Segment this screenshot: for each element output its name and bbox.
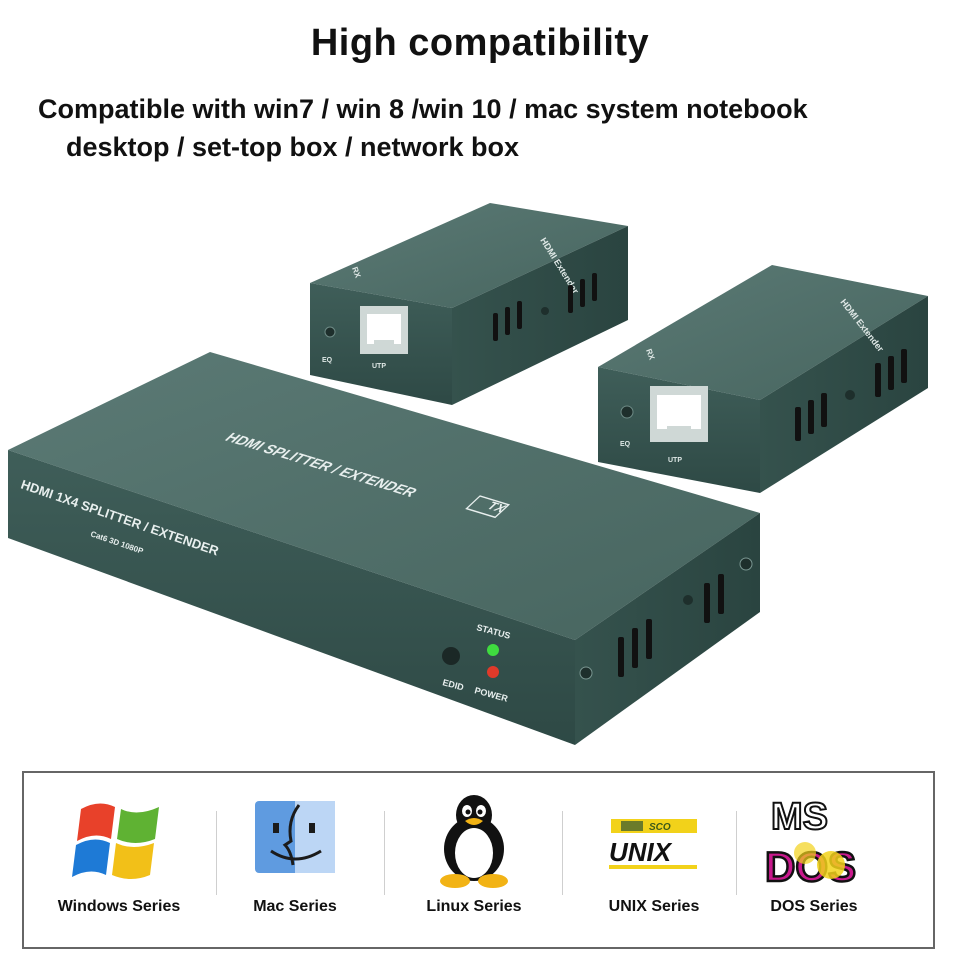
compatibility-line-1: Compatible with win7 / win 8 /win 10 / m… <box>38 94 808 124</box>
receiver-unit-2: HDMI Extender RX EQ UTP <box>598 265 928 493</box>
os-item-windows: Windows Series <box>24 773 214 947</box>
os-label-linux: Linux Series <box>426 898 522 915</box>
power-led <box>487 666 499 678</box>
sco-unix-icon: SCO UNIX <box>609 819 697 869</box>
receiver-2-utp-label: UTP <box>668 457 682 464</box>
os-item-unix: SCO UNIX UNIX Series <box>564 773 744 947</box>
unix-text: UNIX <box>609 837 673 867</box>
receiver-2-eq-label: EQ <box>620 441 631 448</box>
os-label-mac: Mac Series <box>253 898 337 915</box>
linux-tux-icon <box>440 795 508 888</box>
page-title: High compatibility <box>310 22 650 64</box>
product-illustration: HDMI Extender RX EQ UTP HDMI Extender RX… <box>8 203 928 745</box>
os-label-unix: UNIX Series <box>608 898 700 915</box>
sco-text: SCO <box>649 822 671 833</box>
ms-text: MS <box>771 796 828 838</box>
status-led <box>487 644 499 656</box>
ms-dos-icon: MS DOS <box>764 795 858 891</box>
receiver-1-eq-label: EQ <box>322 357 333 364</box>
os-item-dos: MS DOS DOS Series <box>724 773 904 947</box>
mac-finder-icon <box>255 801 335 873</box>
edid-button <box>442 647 460 665</box>
receiver-1-side-label: RX <box>350 266 362 280</box>
os-label-dos: DOS Series <box>770 898 858 915</box>
os-item-linux: Linux Series <box>384 773 564 947</box>
compatibility-line-2: desktop / set-top box / network box <box>66 132 520 162</box>
windows-logo-icon <box>72 803 159 879</box>
separator <box>736 811 737 895</box>
separator <box>384 811 385 895</box>
os-label-windows: Windows Series <box>57 898 181 915</box>
os-item-mac: Mac Series <box>210 773 380 947</box>
receiver-1-utp-label: UTP <box>372 363 386 370</box>
separator <box>216 811 217 895</box>
os-compatibility-bar: Windows Series Mac Series Linux Se <box>22 771 935 949</box>
separator <box>562 811 563 895</box>
splitter-main-unit: HDMI SPLITTER / EXTENDER TX HDMI 1X4 SPL… <box>8 352 760 745</box>
receiver-unit-1: HDMI Extender RX EQ UTP <box>310 203 628 405</box>
receiver-2-side-label: RX <box>644 348 656 362</box>
